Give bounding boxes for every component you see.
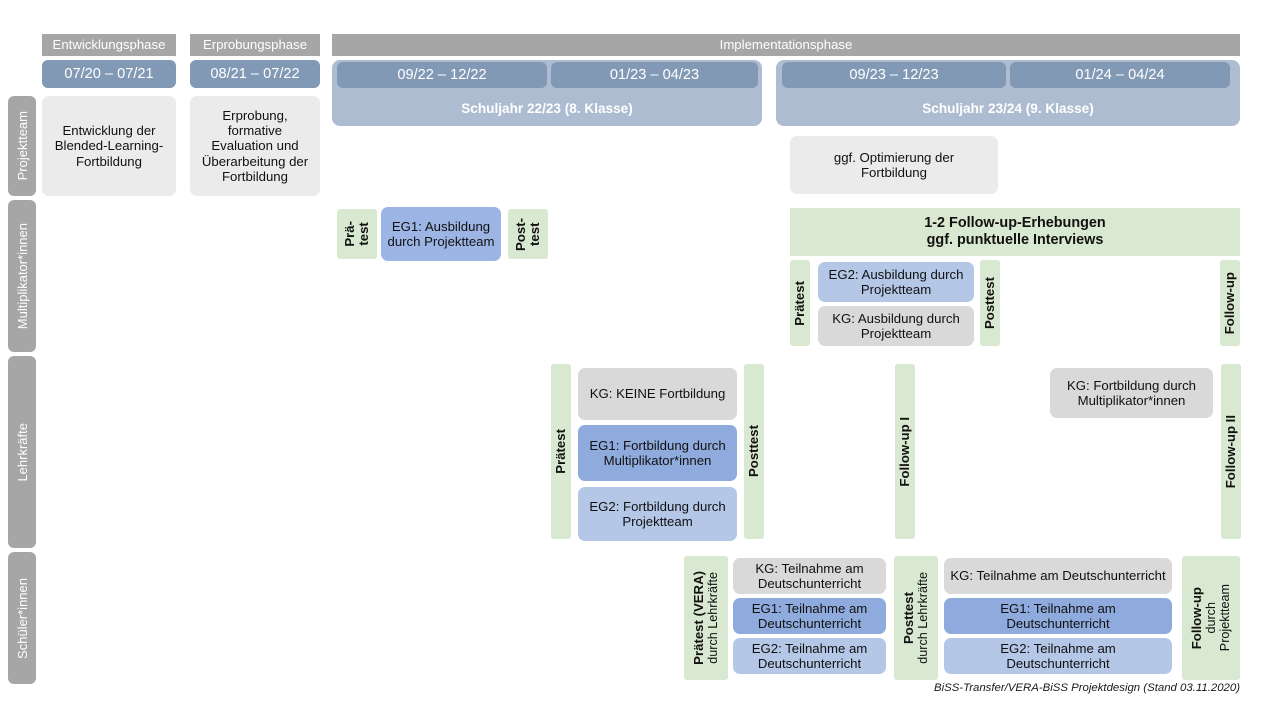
box-schueler-b-eg2: EG2: Teilnahme am Deutschunterricht xyxy=(944,638,1172,674)
posttest-2-label: Posttest xyxy=(982,276,998,330)
row-label-multiplikator-text: Multiplikator*innen xyxy=(14,222,30,330)
box-kg-keine-fortbildung: KG: KEINE Fortbildung xyxy=(578,368,737,420)
row-label-schueler-text: Schüler*innen xyxy=(14,577,30,659)
box-eg1-ausbildung-projektteam: EG1: Ausbildung durch Projektteam xyxy=(381,207,501,261)
followup-1-label: Follow-up I xyxy=(897,416,913,487)
followup-2-label: Follow-up II xyxy=(1223,414,1239,489)
box-ggf-optimierung: ggf. Optimierung der Fortbildung xyxy=(790,136,998,194)
test-column-posttest-multiplikator-2: Posttest xyxy=(980,260,1000,346)
band-followup-erhebungen: 1-2 Follow-up-Erhebungen ggf. punktuelle… xyxy=(790,208,1240,256)
posttest-1-label: Post- test xyxy=(513,217,542,251)
praetest-lehrkraefte-label: Prätest xyxy=(553,429,569,474)
box-schueler-a-eg2: EG2: Teilnahme am Deutschunterricht xyxy=(733,638,886,674)
test-column-praetest-multiplikator-2: Prätest xyxy=(790,260,810,346)
box-kg-fortbildung-multiplikator: KG: Fortbildung durch Multiplikator*inne… xyxy=(1050,368,1213,418)
box-eg1-fortbildung-multiplikator: EG1: Fortbildung durch Multiplikator*inn… xyxy=(578,425,737,481)
praetest-1-label: Prä- test xyxy=(342,221,371,247)
row-label-projektteam: Projektteam xyxy=(8,96,36,196)
test-column-praetest-multiplikator-1: Prä- test xyxy=(337,209,377,259)
box-schueler-b-kg: KG: Teilnahme am Deutschunterricht xyxy=(944,558,1172,594)
praetest-vera-sub: durch Lehrkräfte xyxy=(705,572,720,664)
box-kg-ausbildung-projektteam: KG: Ausbildung durch Projektteam xyxy=(818,306,974,346)
test-column-praetest-lehrkraefte: Prätest xyxy=(551,364,571,539)
test-column-followup-2-lehrkraefte: Follow-up II xyxy=(1221,364,1241,539)
test-column-followup-multiplikator: Follow-up xyxy=(1220,260,1240,346)
row-label-schueler: Schüler*innen xyxy=(8,552,36,684)
period-pill-0922-1222: 09/22 – 12/22 xyxy=(337,62,547,88)
box-schueler-a-eg1: EG1: Teilnahme am Deutschunterricht xyxy=(733,598,886,634)
box-erprobung-evaluation: Erprobung, formative Evaluation und Über… xyxy=(190,96,320,196)
praetest-2-label: Prätest xyxy=(792,280,808,326)
box-schueler-a-kg: KG: Teilnahme am Deutschunterricht xyxy=(733,558,886,594)
row-label-lehrkraefte: Lehrkräfte xyxy=(8,356,36,548)
period-pill-0123-0423: 01/23 – 04/23 xyxy=(551,62,758,88)
box-entwicklung-fortbildung: Entwicklung der Blended-Learning-Fortbil… xyxy=(42,96,176,196)
posttest-schueler-label: Posttest xyxy=(900,591,916,645)
followup-schueler-label: Follow-up xyxy=(1188,586,1204,650)
row-label-lehrkraefte-text: Lehrkräfte xyxy=(14,422,30,482)
period-pill-0923-1223: 09/23 – 12/23 xyxy=(782,62,1006,88)
posttest-lehrkraefte-label: Posttest xyxy=(746,425,762,478)
test-column-posttest-lehrkraefte: Posttest xyxy=(744,364,764,539)
footer-note: BiSS-Transfer/VERA-BiSS Projektdesign (S… xyxy=(933,682,1240,694)
test-column-posttest-multiplikator-1: Post- test xyxy=(508,209,548,259)
row-label-multiplikator: Multiplikator*innen xyxy=(8,200,36,352)
period-pill-0720-0721: 07/20 – 07/21 xyxy=(42,60,176,88)
box-schueler-b-eg1: EG1: Teilnahme am Deutschunterricht xyxy=(944,598,1172,634)
test-column-posttest-schueler: Posttest durch Lehrkräfte xyxy=(894,556,938,680)
followup-multiplikator-label: Follow-up xyxy=(1222,271,1238,335)
praetest-vera-label: Prätest (VERA) xyxy=(690,571,706,665)
row-label-projektteam-text: Projektteam xyxy=(14,111,30,181)
box-eg2-fortbildung-projektteam: EG2: Fortbildung durch Projektteam xyxy=(578,487,737,541)
period-pill-0124-0424: 01/24 – 04/24 xyxy=(1010,62,1230,88)
phase-header-erprobung: Erprobungsphase xyxy=(190,34,320,56)
posttest-schueler-sub: durch Lehrkräfte xyxy=(915,572,930,664)
box-eg2-ausbildung-projektteam: EG2: Ausbildung durch Projektteam xyxy=(818,262,974,302)
test-column-followup-schueler: Follow-up durch Projektteam xyxy=(1182,556,1240,680)
test-column-followup-1-lehrkraefte: Follow-up I xyxy=(895,364,915,539)
followup-schueler-sub-1: durch xyxy=(1203,602,1218,634)
period-pill-0821-0722: 08/21 – 07/22 xyxy=(190,60,320,88)
phase-header-entwicklung: Entwicklungsphase xyxy=(42,34,176,56)
test-column-praetest-vera-schueler: Prätest (VERA) durch Lehrkräfte xyxy=(684,556,728,680)
phase-header-implementation: Implementationsphase xyxy=(332,34,1240,56)
followup-schueler-sub-2: Projektteam xyxy=(1217,584,1232,652)
